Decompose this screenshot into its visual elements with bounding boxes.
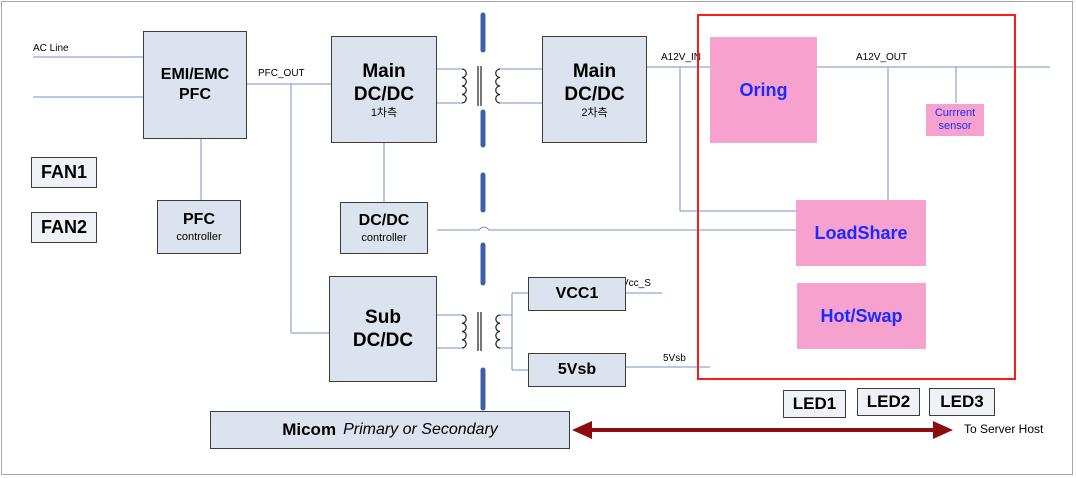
fan2-block: FAN2: [31, 212, 97, 243]
main-dcdc-primary-block: Main DC/DC 1차측: [331, 36, 437, 143]
main-transformer: [461, 66, 501, 106]
sub-line1: Sub: [365, 307, 401, 328]
dcdc-ctrl-title: DC/DC: [358, 212, 410, 229]
5vsb-block: 5Vsb: [528, 353, 626, 387]
hotswap-block: Hot/Swap: [797, 283, 926, 349]
oring-section-highlight: [697, 14, 1016, 380]
emi-line1: EMI/EMC: [160, 66, 230, 83]
ctrl-to-loadshare-wire: [437, 226, 796, 231]
fan2-label: FAN2: [40, 217, 87, 237]
5vsb-label: 5Vsb: [663, 353, 686, 364]
micom-sub: Primary or Secondary: [343, 421, 498, 438]
pfc-ctrl-sub: controller: [176, 231, 222, 243]
emi-emc-pfc-block: EMI/EMC PFC: [143, 31, 247, 139]
dcdc-ctrl-sub: controller: [361, 232, 407, 244]
micom-title: Micom: [282, 420, 337, 439]
micom-host-arrow: [572, 421, 953, 439]
current-sensor-line1: Currrent: [934, 107, 976, 119]
led1-block: LED1: [783, 390, 846, 418]
sub-line2: DC/DC: [352, 330, 414, 351]
oring-label: Oring: [739, 79, 788, 100]
led3-label: LED3: [940, 392, 984, 411]
dcdc-controller-block: DC/DC controller: [340, 202, 428, 254]
main-dcdc-secondary-block: Main DC/DC 2차측: [542, 36, 647, 143]
led2-block: LED2: [857, 388, 920, 416]
loadshare-block: LoadShare: [796, 200, 926, 266]
pfc-out-label: PFC_OUT: [258, 68, 305, 79]
emi-line2: PFC: [179, 86, 211, 103]
oring-block: Oring: [710, 37, 817, 143]
5vsb-block-label: 5Vsb: [557, 361, 597, 378]
main2-line1: Main: [572, 60, 617, 82]
led2-label: LED2: [866, 392, 911, 411]
pfc-ctrl-title: PFC: [183, 211, 215, 228]
to-server-host-label: To Server Host: [964, 422, 1044, 436]
hotswap-label: Hot/Swap: [820, 305, 903, 326]
loadshare-label: LoadShare: [814, 222, 908, 243]
vcc1-label: VCC1: [555, 285, 599, 302]
pfc-controller-block: PFC controller: [157, 200, 241, 254]
main1-sub: 1차측: [370, 106, 398, 119]
ac-line-label: AC Line: [33, 43, 69, 54]
main1-line1: Main: [362, 60, 406, 82]
a12v-out-label: A12V_OUT: [856, 52, 908, 63]
fan1-block: FAN1: [31, 157, 97, 188]
led3-block: LED3: [929, 388, 995, 416]
sub-transformer: [461, 312, 501, 351]
sub-dcdc-block: Sub DC/DC: [329, 276, 437, 382]
vcc-s-label: Vcc_S: [622, 278, 651, 289]
micom-block: Micom Primary or Secondary: [210, 411, 570, 449]
current-sensor-line2: sensor: [938, 120, 972, 132]
a12v-in-label: A12V_IN: [661, 52, 702, 63]
main1-line2: DC/DC: [353, 83, 415, 105]
main2-line2: DC/DC: [564, 83, 625, 105]
vcc1-block: VCC1: [528, 277, 626, 311]
led1-label: LED1: [792, 394, 837, 413]
main2-sub: 2차측: [581, 106, 608, 119]
fan1-label: FAN1: [40, 162, 87, 182]
current-sensor-block: Currrent sensor: [925, 103, 985, 137]
